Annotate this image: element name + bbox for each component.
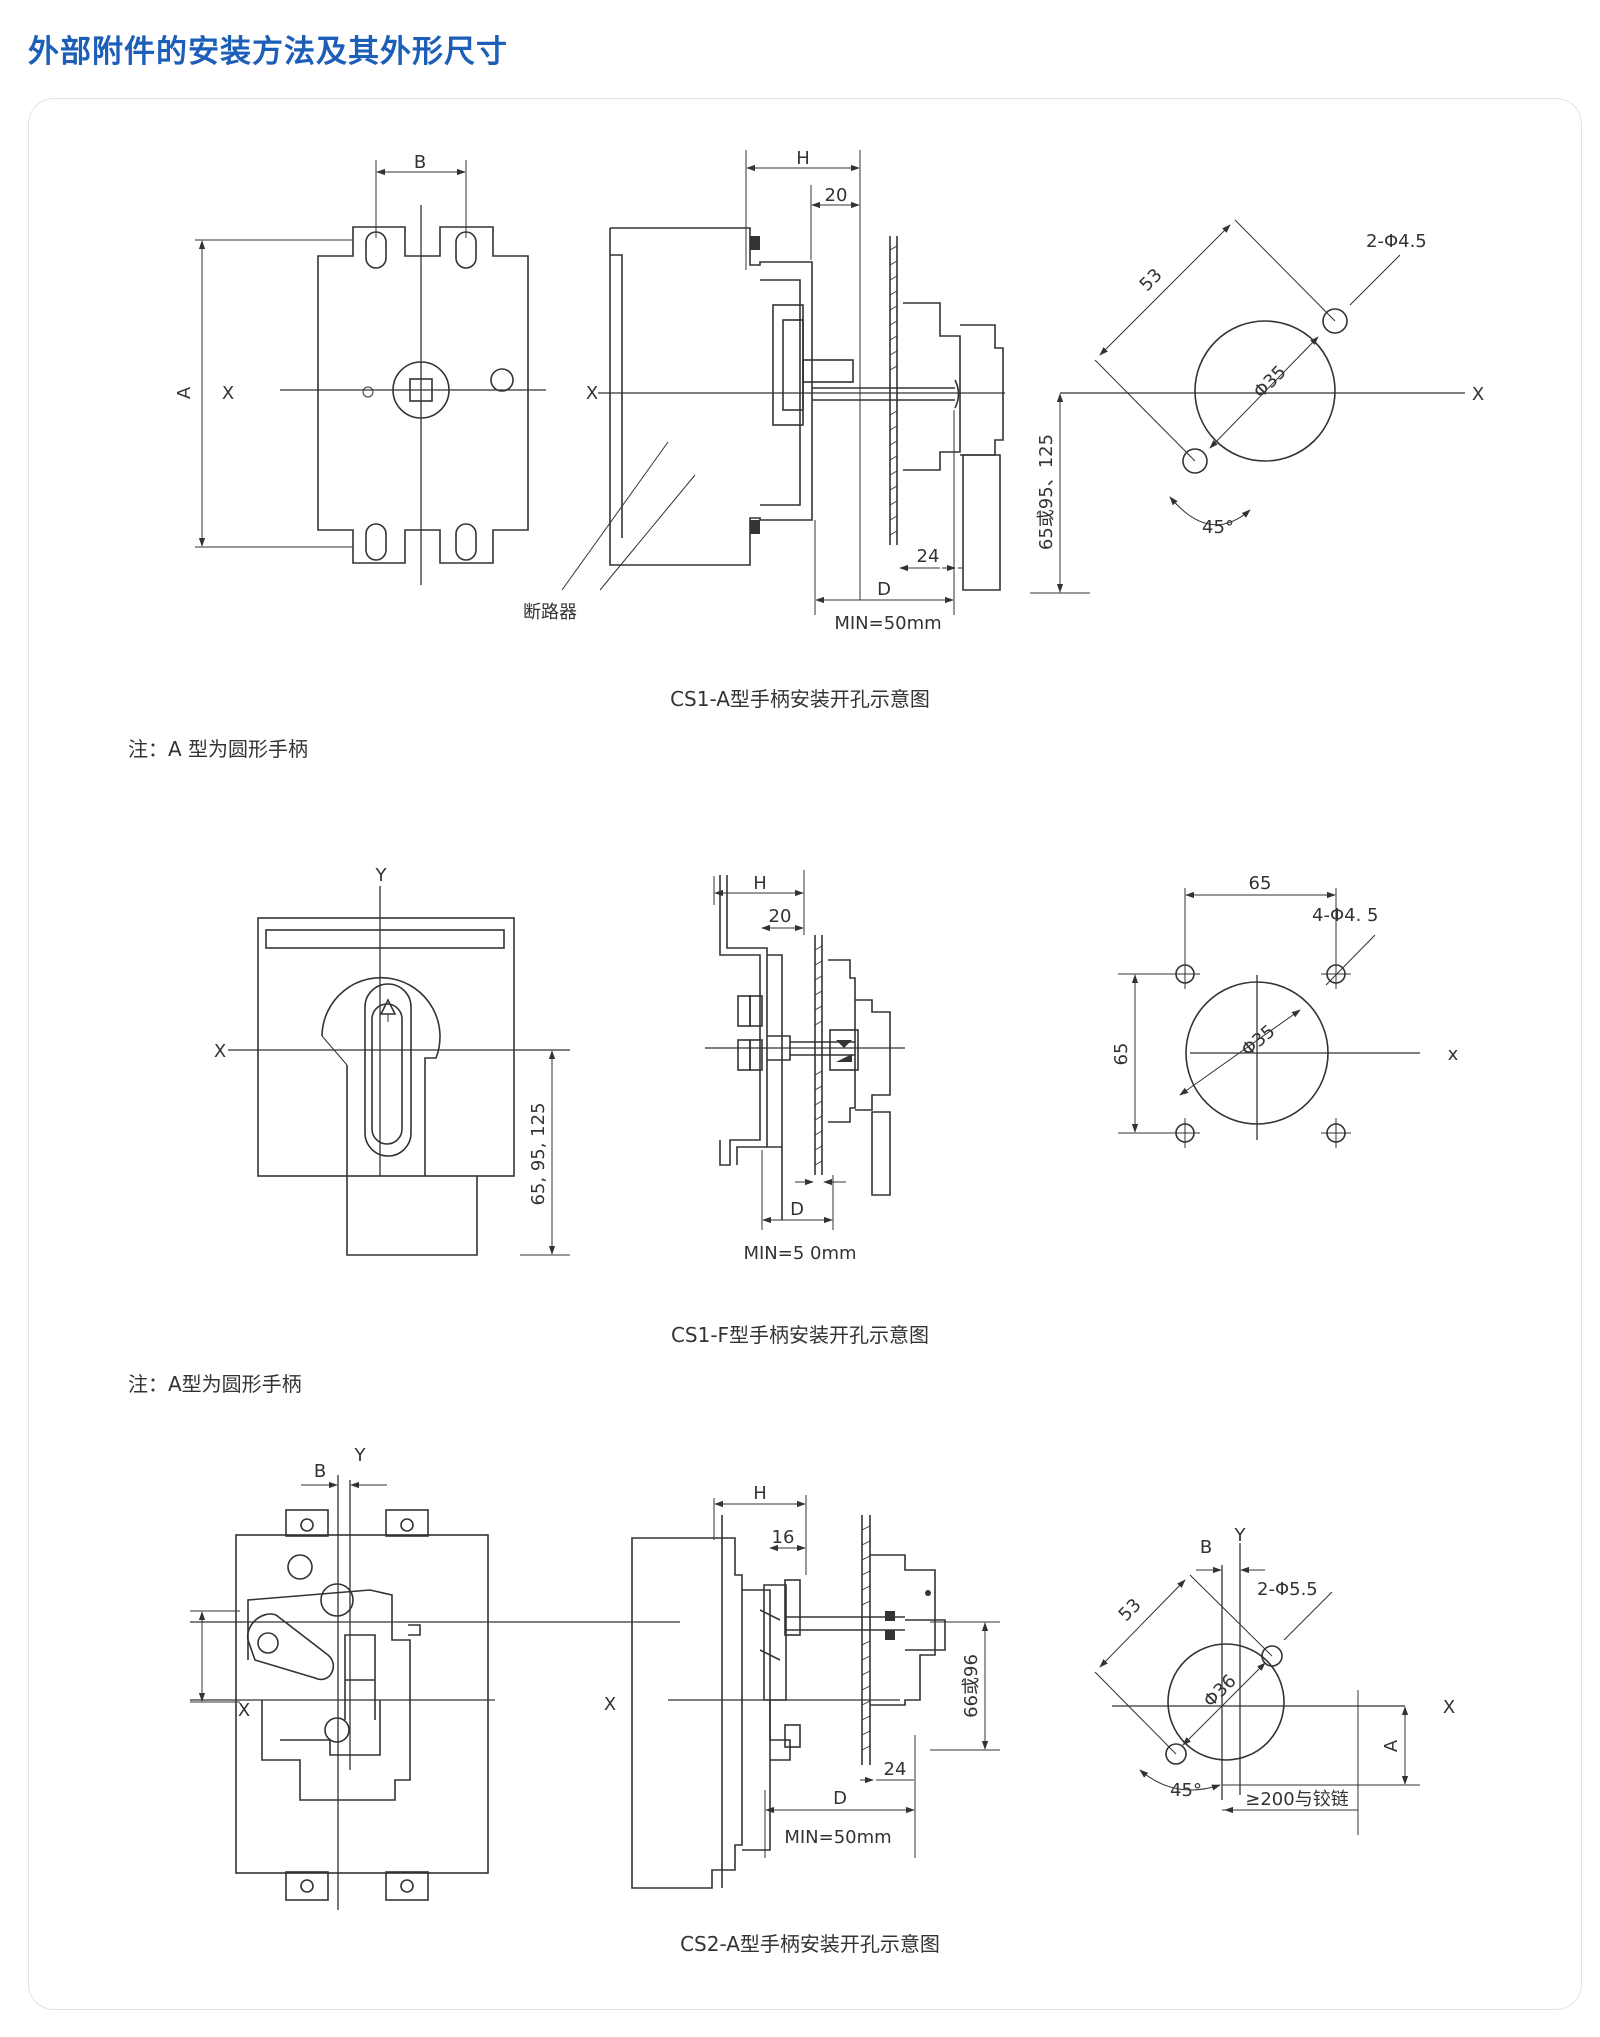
cs1f-cutout-view: Φ35 65 4-Φ4. 5 65 x [1111, 873, 1459, 1148]
cs1f-cutout-dim-65-top: 65 [1249, 873, 1272, 894]
cs2a-front-dim-b: B [314, 1461, 326, 1482]
cs1a-note: 注：A 型为圆形手柄 [128, 737, 308, 761]
cs1a-cutout-dim-53: 53 [1136, 265, 1167, 296]
cs1a-side-dim-24: 24 [917, 546, 940, 567]
cs1a-cutout-height: 65或95、125 [1036, 434, 1057, 550]
cs2a-caption: CS2-A型手柄安装开孔示意图 [680, 1932, 940, 1956]
cs2a-cutout-hinge: ≥200与铰链 [1245, 1789, 1348, 1810]
cs2a-cutout-dim-a: A [1381, 1739, 1402, 1752]
cs2a-side-min: MIN=50mm [784, 1827, 891, 1848]
cs2a-side-dim-66: 66或96 [961, 1654, 982, 1718]
cs1a-side-breaker-label: 断路器 [523, 602, 577, 623]
cs1a-front-axis-x: X [222, 383, 234, 404]
cs2a-side-dim-24: 24 [884, 1759, 907, 1780]
cs1a-cutout-view: X Φ35 53 2-Φ4.5 45° 65或95、125 [1030, 219, 1484, 594]
cs1a-cutout-dia: Φ35 [1250, 362, 1291, 403]
cs2a-side-dim-16: 16 [772, 1527, 795, 1548]
page-title: 外部附件的安装方法及其外形尺寸 [28, 34, 508, 70]
cs2a-front-view: B Y X [190, 1445, 680, 1910]
cs1f-cutout-dim-65-left: 65 [1111, 1043, 1132, 1066]
cs2a-cutout-axis-y: Y [1234, 1525, 1247, 1546]
cs1f-side-dim-d: D [790, 1199, 804, 1220]
cs1a-side-dim-20: 20 [825, 185, 848, 206]
cs2a-cutout-angle: 45° [1170, 1780, 1202, 1801]
cs1f-cutout-dia: Φ35 [1238, 1021, 1280, 1061]
cs2a-side-view: X H 16 66或96 D 24 MIN=50mm [604, 1483, 1000, 1889]
cs1f-front-axis-y: Y [375, 865, 388, 886]
cs2a-cutout-view: Φ36 53 2-Φ5.5 B Y 45° A ≥200与铰链 X [1094, 1525, 1455, 1835]
cs1a-cutout-hole: 2-Φ4.5 [1366, 231, 1427, 252]
cs1a-caption: CS1-A型手柄安装开孔示意图 [670, 687, 930, 711]
cs1f-cutout-axis-x: x [1448, 1044, 1459, 1065]
cs1f-side-dim-20: 20 [769, 906, 792, 927]
cs1a-front-dim-b: B [414, 152, 426, 173]
cs1a-side-axis-x: X [586, 383, 598, 404]
cs1a-side-min: MIN=50mm [834, 613, 941, 634]
cs2a-front-axis-y: Y [354, 1445, 367, 1466]
cs1a-cutout-angle: 45° [1202, 517, 1234, 538]
cs2a-front-axis-x: X [238, 1700, 250, 1721]
cs2a-cutout-dim-53: 53 [1115, 1595, 1146, 1626]
cs2a-cutout-hole: 2-Φ5.5 [1257, 1579, 1318, 1600]
cs1a-side-dim-h: H [796, 148, 810, 169]
cs2a-side-dim-d: D [833, 1788, 847, 1809]
cs1f-note: 注：A型为圆形手柄 [128, 1372, 302, 1396]
cs1f-side-view: H 20 D MIN=5 0mm [705, 870, 905, 1264]
diagram-card [28, 98, 1582, 2010]
cs1a-side-dim-d: D [877, 579, 891, 600]
cs2a-side-axis-x: X [604, 1694, 616, 1715]
cs1a-front-view: B A X [174, 152, 546, 585]
cs1a-side-view: 断路器 X H 20 D MIN=50mm 24 [523, 148, 1005, 634]
cs1a-front-dim-a: A [174, 386, 195, 399]
cs1f-caption: CS1-F型手柄安装开孔示意图 [671, 1323, 929, 1347]
cs1f-front-view: Y X 65, 95, 125 [214, 865, 570, 1256]
cs1f-side-dim-h: H [753, 873, 767, 894]
cs1f-front-axis-x: X [214, 1041, 226, 1062]
cs1f-cutout-hole: 4-Φ4. 5 [1312, 905, 1378, 926]
cs1f-front-height: 65, 95, 125 [528, 1102, 549, 1205]
cs2a-side-dim-h: H [753, 1483, 767, 1504]
cs2a-cutout-dim-b: B [1200, 1537, 1212, 1558]
cs1a-cutout-axis-x: X [1472, 384, 1484, 405]
cs2a-cutout-axis-x: X [1443, 1697, 1455, 1718]
cs1f-side-min: MIN=5 0mm [743, 1243, 856, 1264]
